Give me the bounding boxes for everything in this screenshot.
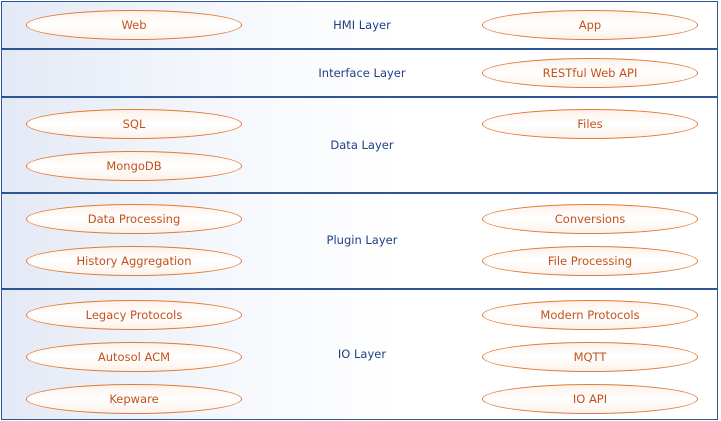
legacy-protocols-node: Legacy Protocols	[26, 300, 242, 330]
mqtt-node: MQTT	[482, 342, 698, 372]
io-layer: Legacy Protocols Autosol ACM Kepware IO …	[1, 289, 718, 420]
data-layer: SQL MongoDB Data Layer Files	[1, 97, 718, 193]
plugin-layer-label: Plugin Layer	[326, 233, 398, 247]
hmi-layer-label: HMI Layer	[333, 18, 391, 32]
io-api-node: IO API	[482, 384, 698, 414]
app-node: App	[482, 10, 698, 40]
interface-layer-label: Interface Layer	[318, 66, 406, 80]
data-layer-label: Data Layer	[330, 138, 394, 152]
restful-web-api-node: RESTful Web API	[482, 58, 698, 88]
data-processing-node: Data Processing	[26, 204, 242, 234]
files-node: Files	[482, 109, 698, 139]
mongodb-node: MongoDB	[26, 151, 242, 181]
file-processing-node: File Processing	[482, 246, 698, 276]
plugin-layer: Data Processing History Aggregation Plug…	[1, 193, 718, 289]
interface-layer: Interface Layer RESTful Web API	[1, 49, 718, 97]
io-layer-label: IO Layer	[337, 347, 387, 361]
history-aggregation-node: History Aggregation	[26, 246, 242, 276]
web-node: Web	[26, 10, 242, 40]
modern-protocols-node: Modern Protocols	[482, 300, 698, 330]
hmi-layer: Web HMI Layer App	[1, 1, 718, 49]
sql-node: SQL	[26, 109, 242, 139]
conversions-node: Conversions	[482, 204, 698, 234]
autosol-acm-node: Autosol ACM	[26, 342, 242, 372]
kepware-node: Kepware	[26, 384, 242, 414]
